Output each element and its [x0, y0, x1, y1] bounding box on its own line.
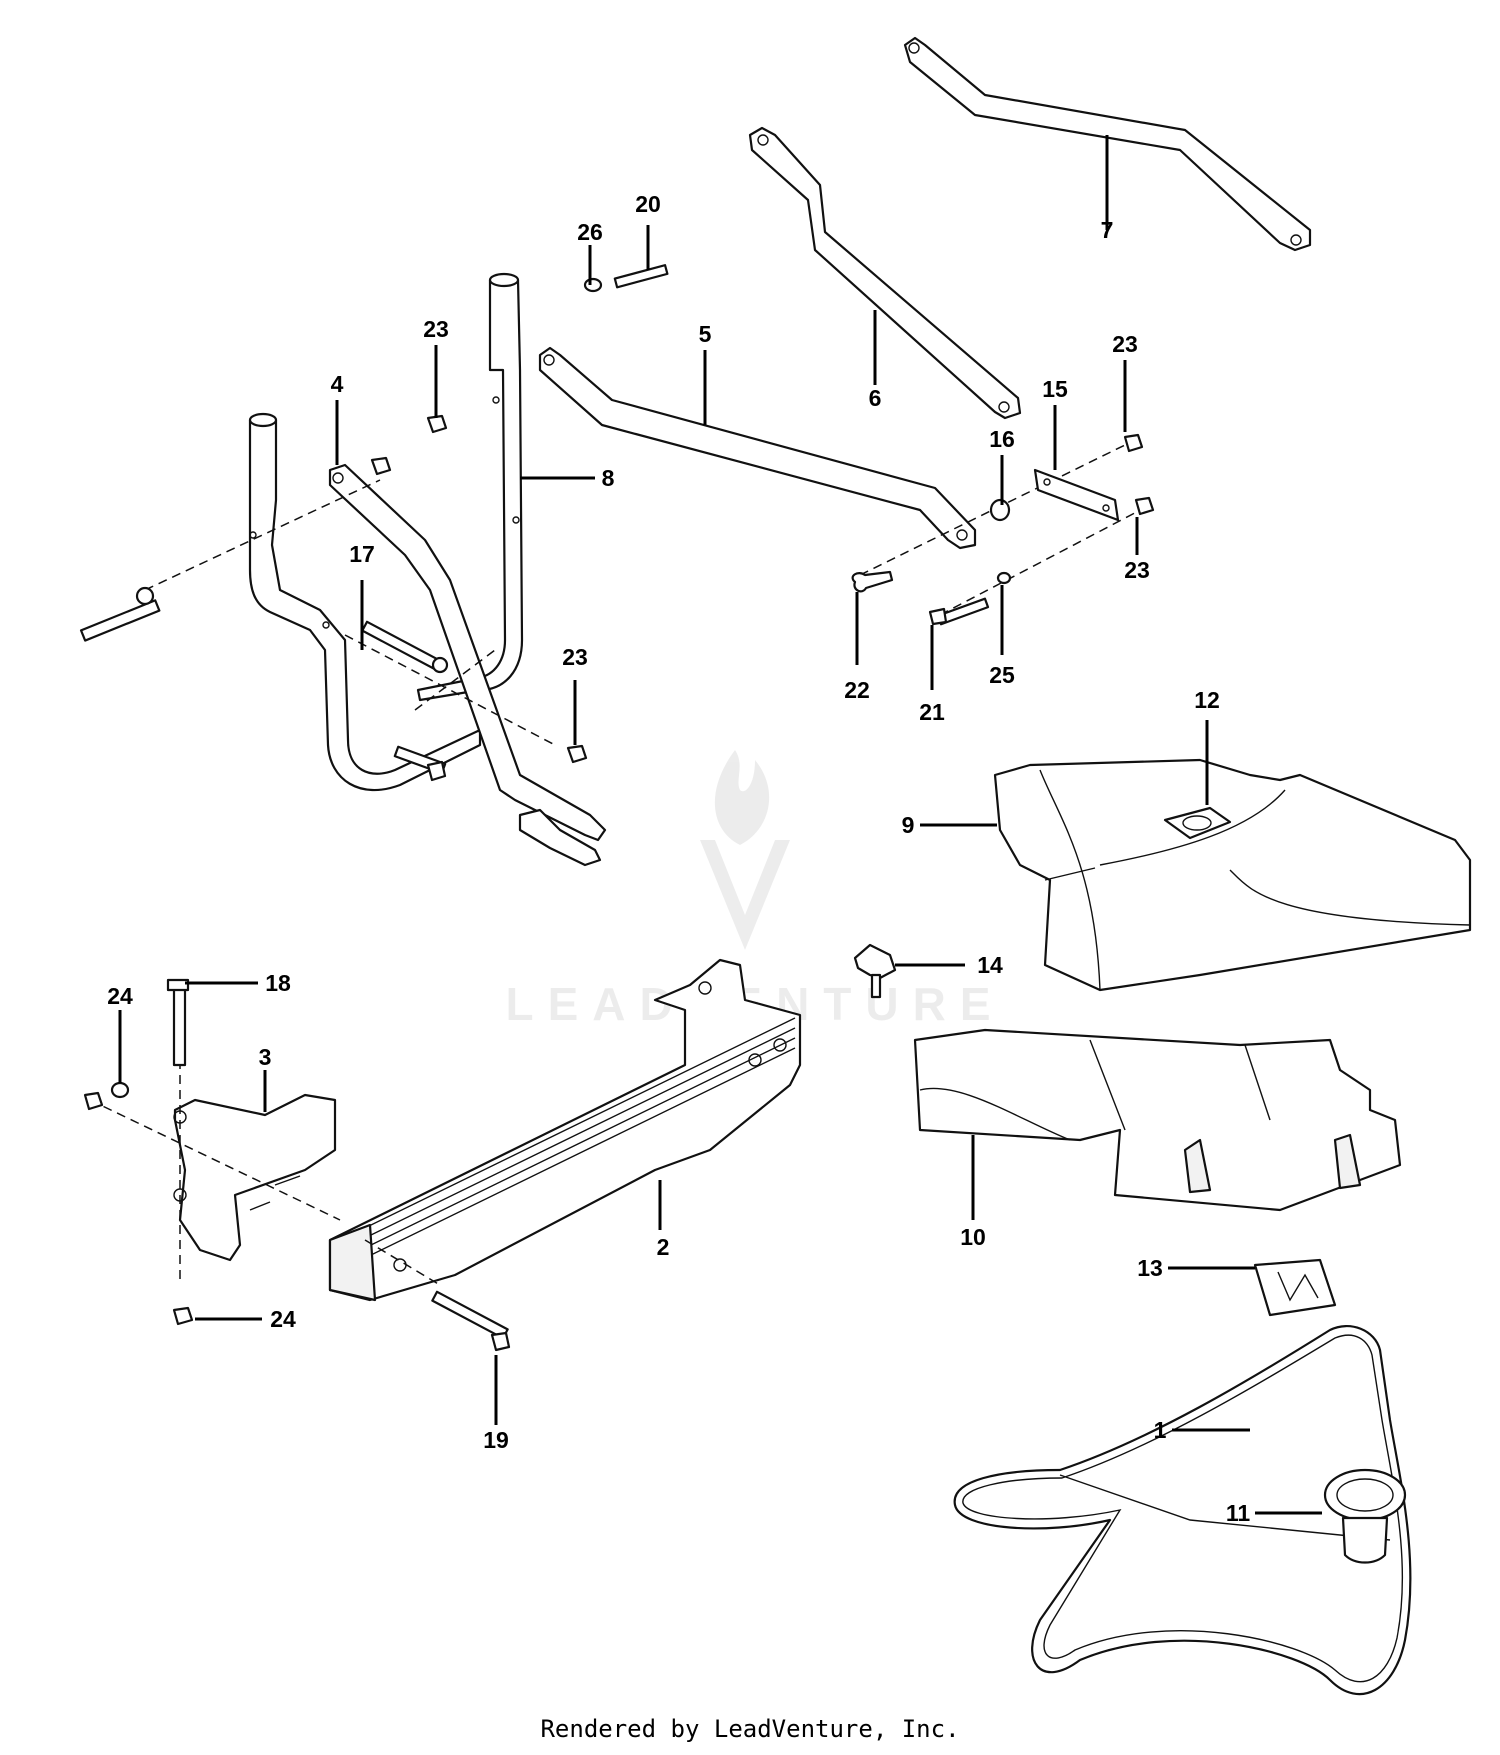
watermark: LEADVENTURE	[505, 750, 991, 1030]
callout-20: 20	[635, 191, 661, 217]
part-8-handle-tube	[416, 272, 524, 702]
callout-24-lower: 24	[270, 1306, 296, 1332]
callout-7: 7	[1101, 217, 1114, 243]
nut-icon	[172, 1306, 194, 1326]
frame-fasteners	[83, 978, 511, 1352]
callout-12: 12	[1194, 687, 1220, 713]
callout-21: 21	[919, 699, 945, 725]
callout-11: 11	[1226, 1500, 1251, 1526]
callout-4: 4	[331, 371, 344, 397]
nut-icon	[1134, 496, 1155, 516]
part-3-bracket	[173, 1093, 337, 1262]
callout-5: 5	[699, 321, 712, 347]
part-13-decal	[1253, 1258, 1337, 1317]
part-5-link-bar	[538, 346, 977, 550]
callout-23-left: 23	[423, 316, 449, 342]
callout-23-upper-right: 23	[1112, 331, 1138, 357]
part-10-deck-cover	[913, 1028, 1402, 1212]
nut-icon	[1123, 433, 1144, 453]
callout-labels: 7 6 5 8 4 23 26 20 17 23 16 15 23 23 22 …	[107, 191, 1250, 1526]
parts-15-16-bracket	[851, 433, 1155, 626]
callout-23-mid: 23	[562, 644, 588, 670]
nut-icon	[426, 414, 448, 434]
callout-18: 18	[265, 970, 291, 996]
callout-13: 13	[1137, 1255, 1163, 1281]
left-handle-tube	[248, 412, 482, 791]
callout-24-upper: 24	[107, 983, 133, 1009]
handle-fasteners	[79, 264, 669, 867]
callout-26: 26	[577, 219, 603, 245]
leader-lines	[118, 135, 1322, 1515]
callout-1: 1	[1154, 1417, 1167, 1443]
part-6-link-bar	[748, 126, 1022, 420]
callout-15: 15	[1042, 376, 1068, 402]
leadventure-logo-icon	[700, 750, 790, 950]
callout-6: 6	[869, 385, 882, 411]
part-7-link-bar	[903, 36, 1312, 252]
part-1-belt	[953, 1325, 1412, 1696]
callout-14: 14	[977, 952, 1003, 978]
callout-16: 16	[989, 426, 1015, 452]
callout-3: 3	[259, 1044, 272, 1070]
part-4-brace	[328, 463, 607, 842]
callout-23-lower-right: 23	[1124, 557, 1150, 583]
callout-9: 9	[902, 812, 915, 838]
callout-22: 22	[844, 677, 870, 703]
nut-icon	[566, 744, 588, 764]
nut-icon	[83, 1091, 104, 1111]
part-14-knob	[853, 943, 897, 999]
footer-credit: Rendered by LeadVenture, Inc.	[540, 1715, 960, 1743]
callout-10: 10	[960, 1224, 986, 1250]
callout-17: 17	[349, 541, 375, 567]
callout-25: 25	[989, 662, 1015, 688]
part-2-frame-bar	[328, 958, 802, 1302]
callout-2: 2	[657, 1234, 670, 1260]
part-11-pulley	[1323, 1468, 1407, 1564]
callout-8: 8	[602, 465, 615, 491]
callout-19: 19	[483, 1427, 509, 1453]
nut-icon	[370, 456, 392, 476]
part-9-deck-cover	[993, 758, 1472, 992]
